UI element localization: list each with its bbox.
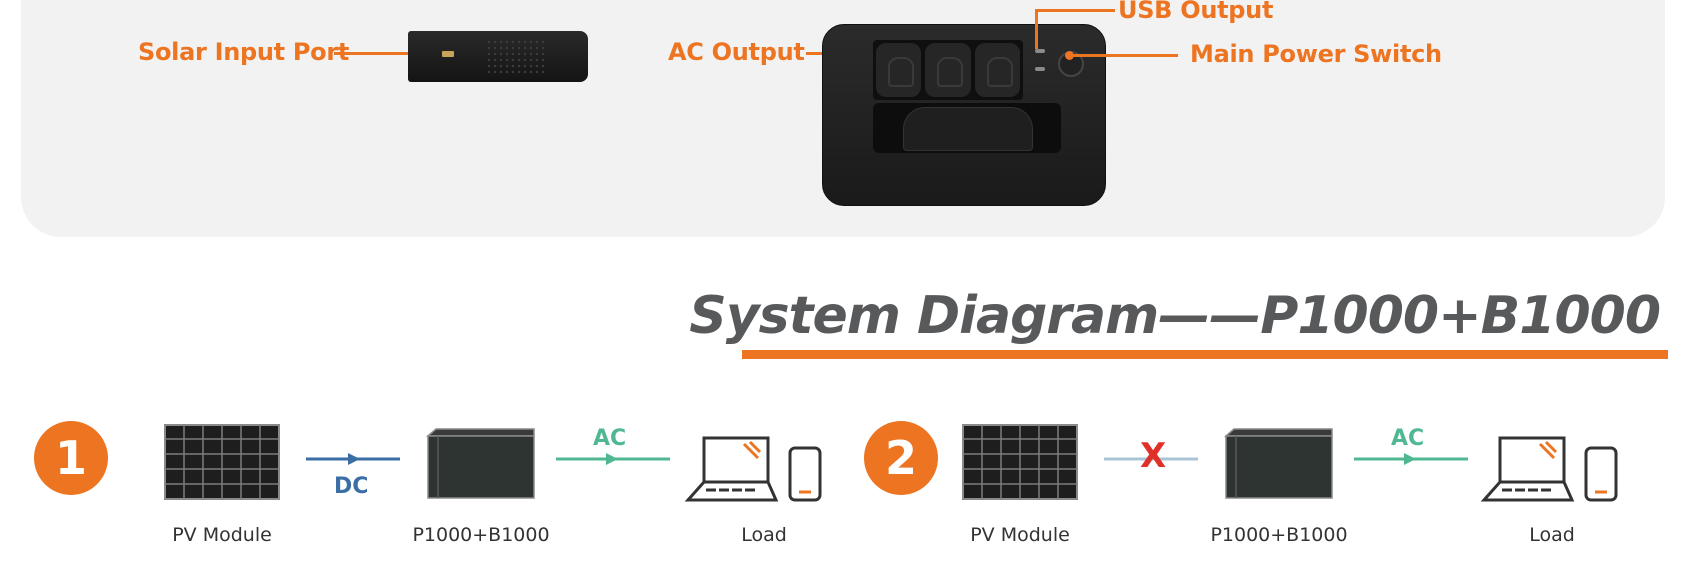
ac-socket-icon	[974, 43, 1020, 97]
laptop-icon	[1480, 436, 1575, 502]
usb-output-leader-vertical	[1035, 9, 1038, 49]
load-label: Load	[741, 524, 787, 546]
battery-unit-icon	[1224, 428, 1333, 499]
usb-port-icon	[1035, 49, 1045, 53]
heading-title: System Diagram——P1000+B1000	[689, 286, 1661, 346]
system-diagram-heading: System Diagram——P1000+B1000	[689, 286, 1668, 362]
ac-output-label: AC Output	[668, 38, 805, 66]
step-badge-2: 2	[864, 421, 938, 495]
handle-grip	[903, 107, 1033, 151]
storage-label: P1000+B1000	[1210, 524, 1348, 546]
device-side-view	[408, 31, 588, 82]
pv-module-icon	[164, 424, 280, 500]
usb-port-icon	[1035, 67, 1045, 71]
ac-arrow-icon	[1354, 453, 1468, 465]
step-badge-1: 1	[34, 421, 108, 495]
device-front-view	[822, 24, 1106, 206]
pv-module-label: PV Module	[172, 524, 272, 546]
dc-arrow-icon	[306, 453, 400, 465]
ac-socket-icon	[925, 43, 971, 97]
disabled-link-line	[1104, 457, 1198, 461]
battery-unit-icon	[426, 428, 535, 499]
heading-underline	[742, 350, 1668, 359]
phone-icon	[788, 446, 822, 502]
pv-module-label: PV Module	[970, 524, 1070, 546]
solar-port-icon	[442, 51, 454, 57]
storage-label: P1000+B1000	[412, 524, 550, 546]
main-power-switch-label: Main Power Switch	[1190, 40, 1442, 68]
laptop-icon	[684, 436, 779, 502]
phone-icon	[1584, 446, 1618, 502]
main-power-switch-dot	[1065, 51, 1074, 60]
dc-link-label: DC	[334, 474, 369, 499]
main-power-switch-leader	[1070, 54, 1178, 57]
cross-icon: X	[1140, 436, 1167, 476]
ac-link-label: AC	[1391, 426, 1425, 451]
ac-arrow-icon	[556, 453, 670, 465]
usb-output-leader-horizontal	[1035, 9, 1115, 12]
ac-link-label: AC	[593, 426, 627, 451]
pv-module-icon	[962, 424, 1078, 500]
vent-grille	[486, 39, 546, 73]
load-label: Load	[1529, 524, 1575, 546]
solar-input-port-label: Solar Input Port	[138, 38, 350, 66]
solar-input-port-leader	[334, 52, 444, 55]
usb-output-label: USB Output	[1118, 0, 1274, 24]
ac-socket-icon	[876, 43, 922, 97]
carry-handle	[873, 103, 1061, 153]
ac-sockets	[873, 40, 1023, 100]
